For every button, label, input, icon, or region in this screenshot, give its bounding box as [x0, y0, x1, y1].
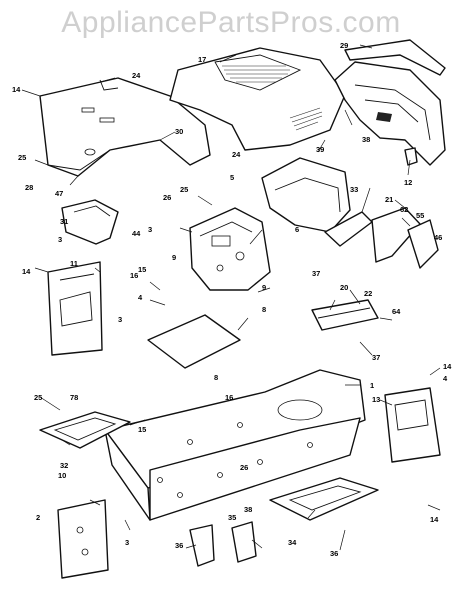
callout-label: 14: [12, 85, 21, 94]
bumper-top-part: [344, 39, 446, 76]
footrest-left-part: [39, 411, 131, 449]
callout-label: 17: [198, 55, 206, 64]
callout-label: 44: [132, 229, 141, 238]
leader-lines: [21, 44, 441, 551]
shroud-part: [261, 157, 351, 233]
callout-label: 3: [125, 538, 129, 547]
callout-label: 32: [60, 461, 68, 470]
callout-label: 26: [163, 193, 171, 202]
callout-label: 12: [404, 178, 412, 187]
callout-label: 29: [340, 41, 348, 50]
callout-label: 2: [36, 513, 40, 522]
callout-label: 3: [118, 315, 122, 324]
callout-label: 14: [443, 362, 452, 371]
callout-label: 4: [138, 293, 143, 302]
hood-panel-part: [39, 77, 211, 177]
bracket-right-part: [324, 207, 439, 269]
callout-label: 28: [25, 183, 33, 192]
callout-label: 62: [400, 205, 408, 214]
footrest-right-part: [269, 477, 379, 521]
callout-label: 24: [132, 71, 141, 80]
callout-label: 15: [138, 265, 146, 274]
hood-grille-part: [169, 47, 346, 151]
callout-label: 30: [175, 127, 183, 136]
callout-label: 6: [295, 225, 299, 234]
callout-label: 11: [70, 259, 78, 268]
callout-label: 15: [138, 425, 146, 434]
callout-label: 13: [372, 395, 380, 404]
callout-label: 21: [385, 195, 393, 204]
callout-label: 38: [362, 135, 370, 144]
callout-label: 37: [312, 269, 320, 278]
bracket-left-part: [61, 199, 119, 245]
callout-label: 1: [370, 381, 374, 390]
callout-label: 36: [175, 541, 183, 550]
callout-label: 14: [22, 267, 31, 276]
watermark: AppliancePartsPros.com: [61, 6, 401, 39]
callout-label: 3: [58, 235, 62, 244]
callout-label: 26: [240, 463, 248, 472]
latch-part: [404, 147, 418, 166]
front-plate-part: [57, 499, 109, 579]
callout-label: 22: [364, 289, 372, 298]
callout-label: 24: [232, 150, 241, 159]
side-plate-left-part: [47, 261, 103, 356]
callout-label: 4: [443, 374, 448, 383]
callout-label: 25: [180, 185, 188, 194]
callout-label: 37: [372, 353, 380, 362]
support-plate-part: [147, 314, 241, 369]
frame-part: [104, 369, 366, 521]
callout-label: 78: [70, 393, 78, 402]
dash-panel-part: [189, 207, 271, 291]
callout-label: 9: [262, 283, 266, 292]
callout-label: 14: [430, 515, 439, 524]
callout-label: 33: [350, 185, 358, 194]
side-panel-right-part: [334, 61, 446, 166]
callout-label: 35: [228, 513, 236, 522]
callout-label: 38: [244, 505, 252, 514]
callout-label: 20: [340, 283, 348, 292]
callout-label: 8: [262, 305, 266, 314]
callout-label: 34: [288, 538, 297, 547]
callout-label: 64: [392, 307, 401, 316]
callout-label: 55: [416, 211, 424, 220]
callout-label: 25: [18, 153, 26, 162]
callout-label: 5: [230, 173, 234, 182]
callout-label: 16: [130, 271, 138, 280]
callout-label: 8: [214, 373, 218, 382]
callout-label: 10: [58, 471, 66, 480]
side-plate-right-part: [384, 387, 441, 463]
callout-label: 36: [330, 549, 338, 558]
callout-label: 3: [148, 225, 152, 234]
callout-label: 16: [225, 393, 233, 402]
callout-label: 39: [316, 145, 324, 154]
bottom-brackets-part: [189, 521, 257, 567]
callout-label: 46: [434, 233, 442, 242]
pedal-bracket-part: [311, 299, 379, 331]
callout-label: 31: [60, 217, 68, 226]
callout-label: 47: [55, 189, 63, 198]
callout-label: 25: [34, 393, 42, 402]
callout-label: 9: [172, 253, 176, 262]
